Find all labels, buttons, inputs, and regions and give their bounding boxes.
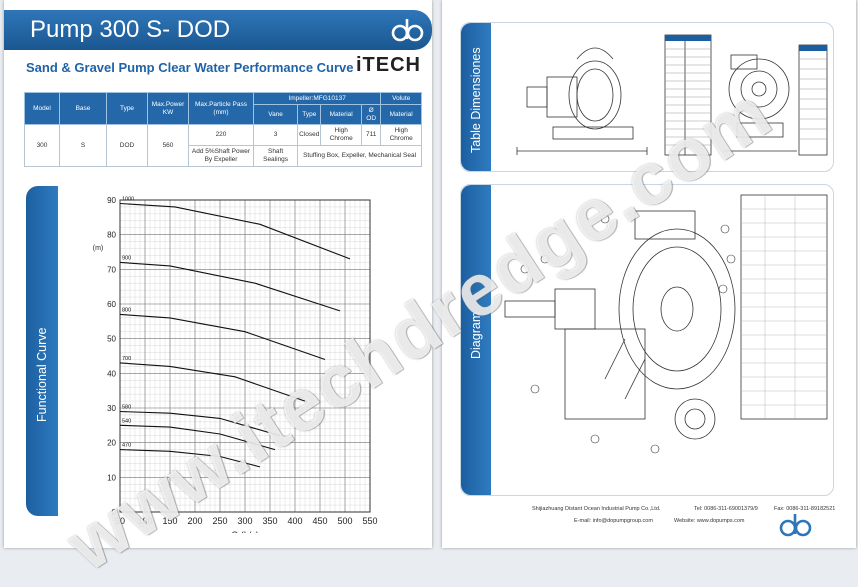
- speed-curve-label: 1000: [122, 196, 134, 202]
- th-max-particle: Max.Particle Pass (mm): [188, 91, 254, 126]
- cell-type: DOD: [106, 124, 148, 167]
- x-tick-label: 50: [115, 516, 125, 526]
- cell-vol-material: High Chrome: [380, 124, 422, 146]
- y-tick-label: 50: [107, 335, 116, 344]
- diagram-tab: Diagram: [461, 185, 491, 495]
- x-tick-label: 400: [287, 516, 302, 526]
- dimension-diagram-page: Table Dimensiones: [442, 0, 856, 548]
- footer-tel: Tel: 0086-311-69001379/9: [694, 506, 758, 512]
- table-row: Add 5%Shaft Power By Expeller Shaft Seal…: [25, 145, 422, 167]
- footer-website: Website: www.dopumps.com: [674, 518, 745, 524]
- y-tick-label: 60: [107, 300, 116, 309]
- th-imp-type: Type: [297, 104, 322, 126]
- x-tick-label: 250: [212, 516, 227, 526]
- y-tick-label: 20: [107, 439, 116, 448]
- y-tick-label: 30: [107, 404, 116, 413]
- footer-email: E-mail: info@dopumpgroup.com: [574, 518, 653, 524]
- speed-curve-label: 580: [122, 404, 131, 410]
- th-vol-material: Material: [380, 104, 422, 126]
- dimension-tab-label: Table Dimensiones: [469, 47, 483, 153]
- functional-curve-tab: Functional Curve: [26, 186, 58, 516]
- y-tick-label: 90: [107, 196, 116, 205]
- speed-curve: [119, 261, 341, 312]
- y-axis-label: (m): [93, 245, 104, 252]
- th-base: Base: [59, 91, 107, 126]
- speed-curve: [119, 202, 351, 260]
- brand-text: iTECH: [356, 54, 421, 76]
- exploded-diagram: [504, 194, 828, 454]
- th-impeller: Impeller:MFG10137: [252, 91, 382, 106]
- x-tick-label: 550: [362, 516, 377, 526]
- dimension-tab: Table Dimensiones: [461, 23, 491, 171]
- th-model: Model: [24, 91, 60, 126]
- th-vane: Vane: [252, 104, 299, 126]
- speed-curve: [119, 424, 276, 451]
- plot-frame: [119, 199, 371, 513]
- speed-curve: [119, 362, 306, 402]
- cell-od: 711: [360, 124, 382, 146]
- speed-curve-label: 540: [122, 418, 131, 424]
- x-tick-label: 500: [337, 516, 352, 526]
- x-tick-label: 150: [162, 516, 177, 526]
- x-tick-label: 350: [262, 516, 277, 526]
- speed-curve-label: 900: [122, 255, 131, 261]
- page-subtitle: Sand & Gravel Pump Clear Water Performan…: [26, 60, 354, 75]
- y-tick-label: 0: [112, 508, 117, 517]
- dimension-panel: Table Dimensiones: [460, 22, 834, 172]
- footer-logo: [778, 510, 812, 540]
- th-volute: Volute: [380, 91, 422, 106]
- footer-company: Shijiazhuang Distant Ocean Industrial Pu…: [532, 506, 661, 512]
- th-max-power: Max.Power KW: [147, 91, 189, 126]
- cell-base: S: [59, 124, 107, 167]
- cell-imp-type: Closed: [297, 124, 322, 146]
- diagram-panel: Diagram: [460, 184, 834, 496]
- do-logo-icon: [391, 19, 424, 42]
- x-tick-label: 450: [312, 516, 327, 526]
- speed-curve: [119, 410, 281, 437]
- title-banner: Pump 300 S- DOD: [4, 10, 432, 50]
- th-od: Ø OD: [360, 104, 382, 126]
- cell-vane: 3: [252, 124, 299, 146]
- cell-shaft-label: Shaft Sealings: [252, 145, 299, 167]
- spec-table: Model Base Type Max.Power KW Max.Particl…: [24, 91, 422, 167]
- speed-curve-label: 700: [122, 356, 131, 362]
- company-logo: [390, 15, 424, 45]
- th-type: Type: [106, 91, 148, 126]
- speed-curve-label: 470: [122, 443, 131, 449]
- cell-power-note: Add 5%Shaft Power By Expeller: [188, 145, 254, 167]
- y-tick-label: 70: [107, 265, 116, 274]
- itech-brand-logo: iTECH: [356, 54, 421, 77]
- x-tick-label: 200: [187, 516, 202, 526]
- x-tick-label: 300: [237, 516, 252, 526]
- dimension-drawing: [516, 34, 828, 156]
- table-row: 300 S DOD 560 220 3 Closed High Chrome 7…: [24, 124, 422, 167]
- th-material: Material: [320, 104, 362, 126]
- diagram-tab-label: Diagram: [469, 311, 483, 359]
- cell-model: 300: [24, 124, 60, 167]
- speed-curve: [119, 313, 326, 361]
- performance-chart: 50 100 150 200 250 300 350 400 450 500 550 0 10 20 30 4…: [93, 196, 378, 533]
- functional-curve-label: Functional Curve: [35, 327, 49, 423]
- footer-fax: Fax: 0086-311-89182521: [774, 506, 836, 512]
- y-tick-label: 40: [107, 369, 116, 378]
- speed-curve-label: 800: [122, 307, 131, 313]
- page-title: Pump 300 S- DOD: [30, 16, 231, 43]
- y-tick-label: 10: [107, 473, 116, 482]
- cell-shaft-value: Stuffing Box, Expeller, Mechanical Seal: [297, 145, 422, 167]
- performance-curve-page: Pump 300 S- DOD Sand & Gravel Pump Clear…: [4, 0, 432, 548]
- speed-curve: [119, 449, 261, 468]
- x-axis-label: Q (L/s): [231, 530, 259, 533]
- y-tick-label: 80: [107, 231, 116, 240]
- x-tick-label: 100: [137, 516, 152, 526]
- do-logo-icon: [779, 514, 812, 537]
- cell-max-particle: 220: [188, 124, 254, 146]
- cell-max-power: 560: [147, 124, 189, 167]
- cell-material: High Chrome: [320, 124, 362, 146]
